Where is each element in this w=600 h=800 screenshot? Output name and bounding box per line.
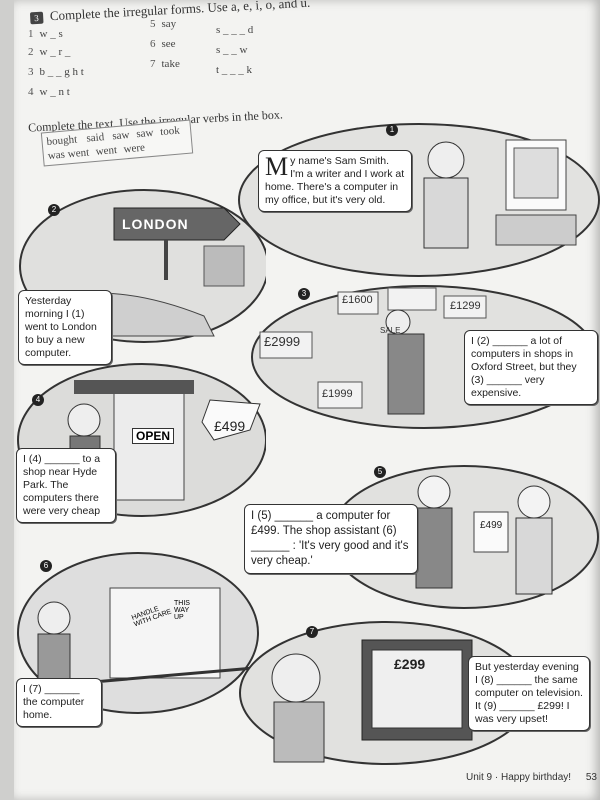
ex1-answer-7: t _ _ _ k (216, 64, 253, 76)
verb-went-2: went (95, 144, 118, 158)
exercise1-number: 3 (29, 11, 44, 25)
panel-3-number: 3 (298, 288, 310, 300)
london-sign: LONDON (122, 216, 189, 232)
panel-6-caption: I (7) ______ the computer home. (16, 678, 102, 727)
verb-saw-2: saw (135, 126, 154, 141)
price-tag-1299: £1299 (450, 300, 481, 312)
verb-saw: saw (111, 128, 130, 143)
verb-bought: bought (46, 133, 78, 149)
panel-7-illustration (239, 621, 533, 765)
verb-said: said (85, 131, 105, 145)
verb-took: took (159, 124, 181, 139)
panel-5-number: 5 (374, 466, 386, 478)
panel-7-number: 7 (306, 626, 318, 638)
panel-4-price: £499 (214, 418, 246, 434)
panel-1-number: 1 (386, 124, 398, 136)
panel-4-caption: I (4) ______ to a shop near Hyde Park. T… (16, 448, 116, 523)
ex1-answer-5: s _ _ _ d (216, 24, 254, 36)
verb-went: went (67, 146, 90, 161)
panel-4-number: 4 (32, 394, 44, 406)
workbook-page: 3 Complete the irregular forms. Use a, e… (14, 0, 600, 800)
panel-7-caption: But yesterday evening I (8) ______ the s… (468, 656, 590, 731)
panel-1-dropcap: M (265, 152, 289, 181)
exercise1-instruction: Complete the irregular forms. Use a, e, … (49, 0, 311, 24)
verb-was: was (47, 148, 66, 163)
page-number: 53 (585, 772, 597, 783)
panel-3-caption: I (2) ______ a lot of computers in shops… (464, 330, 598, 405)
tv-price: £299 (394, 656, 426, 672)
panel-6-illustration (17, 552, 259, 714)
panel-2-number: 2 (48, 204, 60, 216)
ex1-answer-6: s _ _ w (216, 44, 248, 56)
unit-title: Unit 9 · Happy birthday! (466, 772, 572, 783)
price-tag-1600: £1600 (342, 294, 373, 306)
panel-1-text: y name's Sam Smith. I'm a writer and I w… (265, 155, 405, 206)
price-tag-2999: £2999 (264, 334, 301, 349)
price-tag-1999: £1999 (322, 388, 353, 400)
panel-6-number: 6 (40, 560, 52, 572)
page-footer: Unit 9 · Happy birthday! 53 (466, 772, 597, 783)
panel-5-price: £499 (480, 520, 503, 531)
open-sign: OPEN (132, 428, 175, 444)
panel-2-caption: Yesterday morning I (1) went to London t… (18, 290, 112, 365)
verb-were: were (123, 141, 146, 156)
sale-sign: SALE (380, 326, 401, 335)
this-way-up-label: THIS WAY UP (174, 600, 190, 621)
panel-5-caption: I (5) ______ a computer for £499. The sh… (244, 504, 418, 574)
